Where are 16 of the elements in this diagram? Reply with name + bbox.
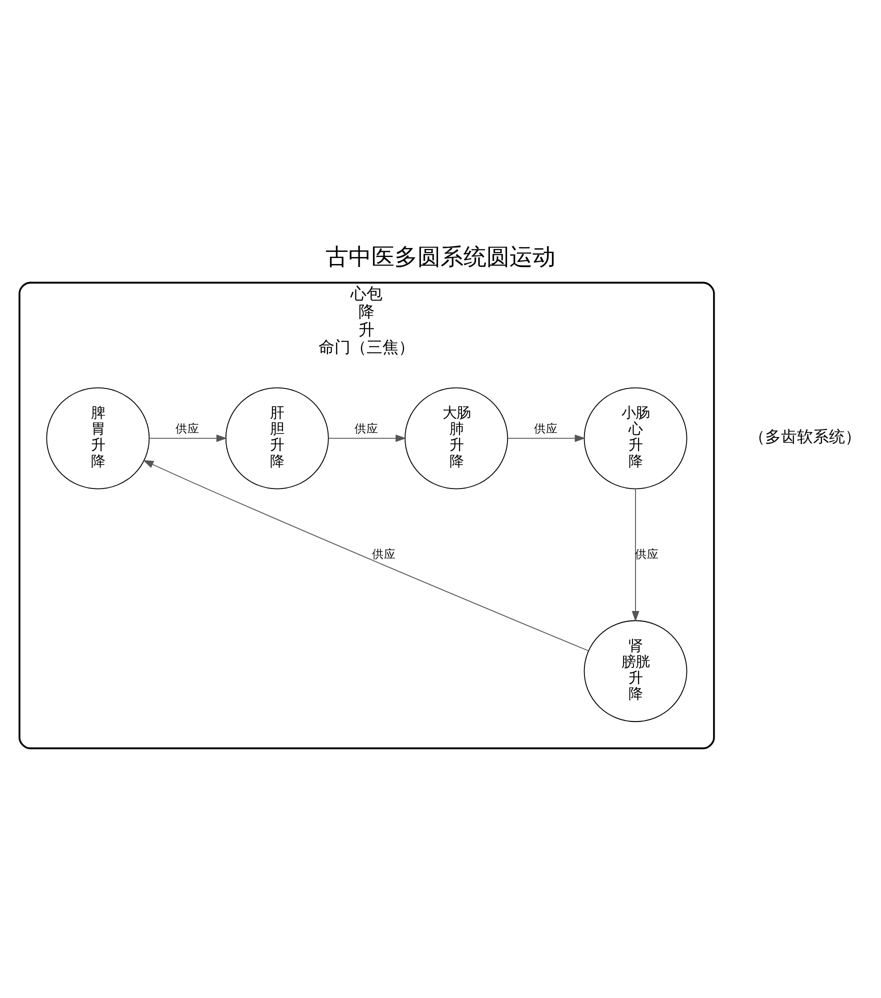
arrow	[148, 434, 228, 442]
arrow	[142, 460, 589, 652]
node-circle: 肾 膀胱 升 降	[584, 620, 688, 722]
node-circle: 小肠 心 升 降	[584, 387, 688, 490]
edge-label: 供应	[372, 546, 396, 561]
node-circle: 大肠 肺 升 降	[404, 387, 508, 490]
label: （多齿软系统）	[748, 427, 861, 446]
edge-label: 供应	[534, 421, 558, 436]
arrow	[632, 488, 640, 622]
arrow	[328, 434, 406, 442]
diagram-title: 古中医多圆系统圆运动	[326, 244, 556, 271]
node-circle: 脾 胃 升 降	[46, 387, 150, 490]
node-circle: 肝 胆 升 降	[225, 387, 329, 490]
edge-label: 供应	[176, 421, 200, 436]
edge-label: 供应	[354, 421, 379, 436]
arrow	[507, 434, 586, 442]
